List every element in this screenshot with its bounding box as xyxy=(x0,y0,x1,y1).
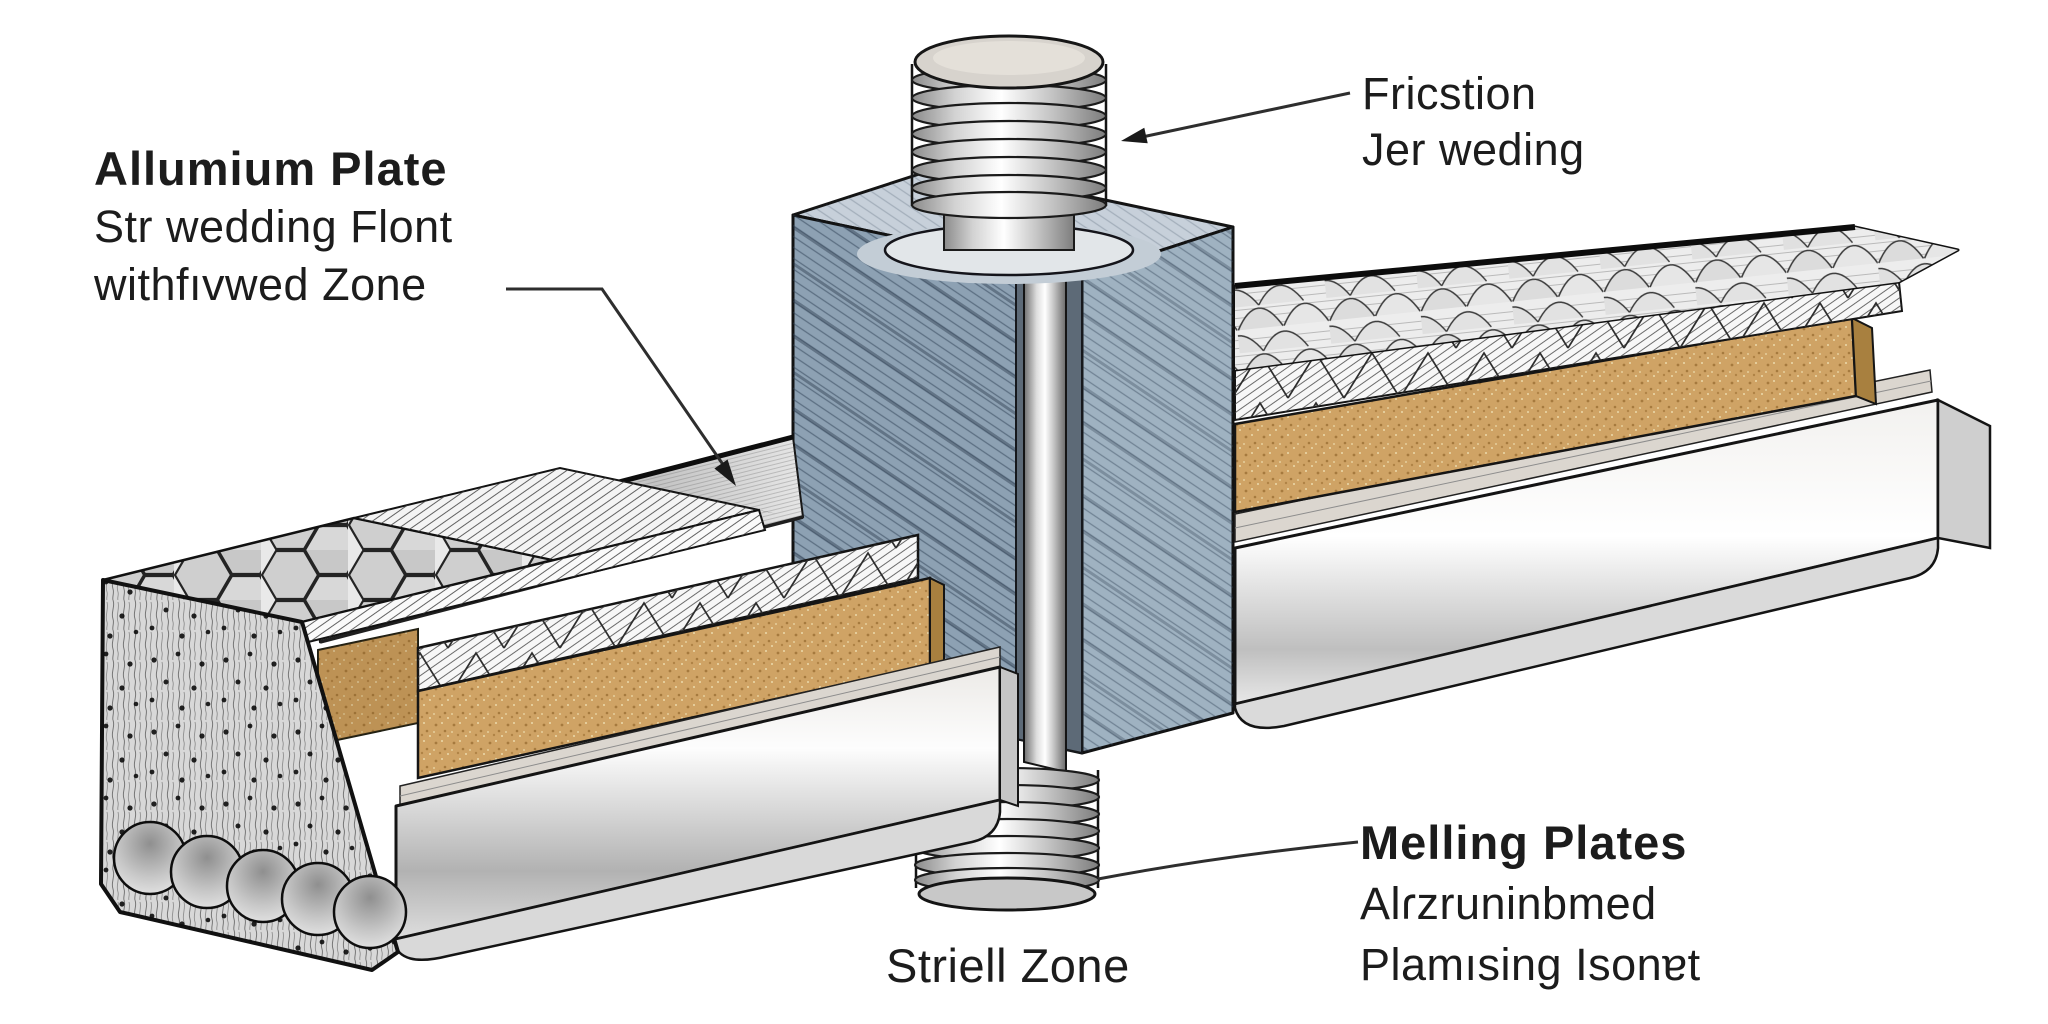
left-plate xyxy=(99,434,1019,972)
label-stir-zone: Striell Zone xyxy=(886,938,1130,993)
leader-friction xyxy=(1141,91,1351,139)
top-bolt-threads xyxy=(857,34,1161,284)
label-friction-line2: Jer weding xyxy=(1362,124,1585,175)
label-melting-line2: Alɾzruninbmed xyxy=(1360,878,1657,929)
label-friction-line1: Fricstion xyxy=(1362,68,1537,119)
leader-lines xyxy=(506,91,1359,881)
tool-pin xyxy=(1023,262,1067,774)
label-melting-line1: Melling Plates xyxy=(1360,816,1688,869)
extrusion-holes xyxy=(112,820,408,950)
label-aluminum-line1: Allumium Plate xyxy=(94,142,448,195)
arrowhead-weld-zone xyxy=(714,459,736,486)
bolt-bottom-cap xyxy=(917,876,1097,912)
leader-weld-zone xyxy=(506,287,726,467)
leader-melting xyxy=(1097,840,1359,881)
label-melting-line3: Plamısing Isonɐt xyxy=(1360,939,1701,990)
label-aluminum-plate: Allumium Plate Str wedding Flont withfıv… xyxy=(94,140,453,314)
arrowhead-friction xyxy=(1121,127,1148,144)
label-aluminum-line3: withfıvwed Zone xyxy=(94,259,427,310)
label-melting-plates: Melling Plates Alɾzruninbmed Plamısing I… xyxy=(1360,812,1701,995)
label-friction-welding: Fricstion Jer weding xyxy=(1362,66,1585,178)
label-aluminum-line2: Str wedding Flont xyxy=(94,201,453,252)
label-stir-text: Striell Zone xyxy=(886,939,1130,992)
right-plate xyxy=(1232,224,1992,730)
